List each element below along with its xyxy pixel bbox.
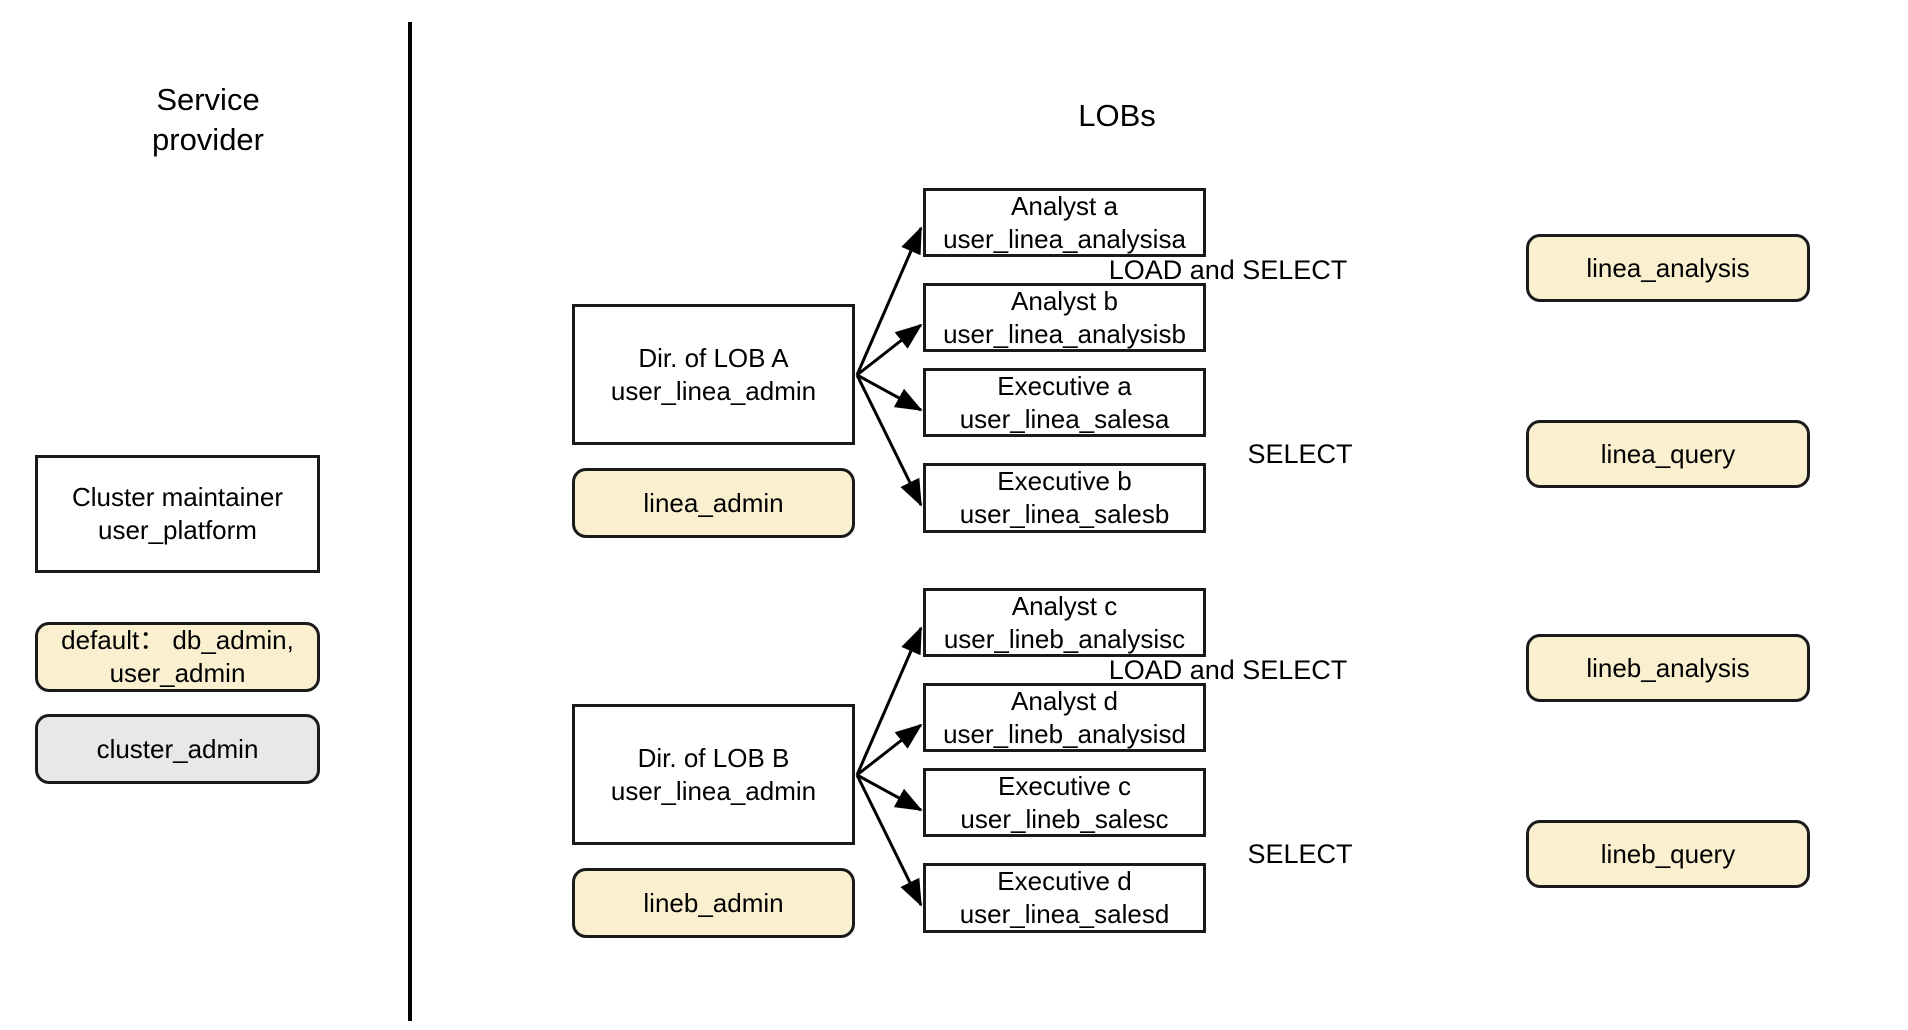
edge-arrow-4 xyxy=(855,626,923,776)
admin-role-label: linea_admin xyxy=(643,487,784,518)
permission-pill-label: lineb_query xyxy=(1600,838,1736,869)
permission-label-lob-b-1: SELECT xyxy=(1247,839,1353,869)
admin-role-pill-lob-b: lineb_admin xyxy=(572,868,855,938)
member-box-lob-a-2: Executive a user_linea_salesa xyxy=(923,368,1206,437)
permission-pill-label: linea_query xyxy=(1600,438,1736,469)
permission-label-lob-b-0: LOAD and SELECT xyxy=(1108,655,1348,685)
member-label: Analyst a user_linea_analysisa xyxy=(943,190,1186,254)
member-label: Executive b user_linea_salesb xyxy=(959,466,1170,529)
edge-arrow-2 xyxy=(856,373,923,412)
director-box-lob-a: Dir. of LOB A user_linea_admin xyxy=(572,304,855,445)
default-roles-pill: default： db_admin, user_admin xyxy=(35,622,320,692)
column-divider xyxy=(408,22,412,1021)
cluster-maintainer-label: Cluster maintainer user_platform xyxy=(72,482,283,545)
member-box-lob-a-0: Analyst a user_linea_analysisa xyxy=(923,188,1206,257)
lobs-heading: LOBs xyxy=(1078,98,1156,133)
member-label: Executive c user_lineb_salesc xyxy=(960,770,1169,834)
member-label: Analyst d user_lineb_analysisd xyxy=(943,685,1186,749)
director-box-lob-b: Dir. of LOB B user_linea_admin xyxy=(572,704,855,845)
cluster-admin-pill: cluster_admin xyxy=(35,714,320,784)
permission-pill-lob-b-0: lineb_analysis xyxy=(1526,634,1810,702)
member-box-lob-a-3: Executive b user_linea_salesb xyxy=(923,463,1206,533)
member-box-lob-b-2: Executive c user_lineb_salesc xyxy=(923,768,1206,837)
edge-arrow-0 xyxy=(855,226,923,376)
service-provider-heading: Service provider xyxy=(152,82,264,157)
default-roles-label: default： db_admin, user_admin xyxy=(61,625,294,688)
permission-label-lob-a-1: SELECT xyxy=(1247,439,1353,469)
admin-role-pill-lob-a: linea_admin xyxy=(572,468,855,538)
cluster-admin-label: cluster_admin xyxy=(96,733,259,764)
permission-pill-lob-a-0: linea_analysis xyxy=(1526,234,1810,302)
member-box-lob-b-3: Executive d user_linea_salesd xyxy=(923,863,1206,933)
edge-arrow-3 xyxy=(855,374,923,507)
edge-arrow-6 xyxy=(856,773,923,812)
member-label: Analyst c user_lineb_analysisc xyxy=(943,590,1186,654)
member-label: Executive a user_linea_salesa xyxy=(959,370,1170,434)
member-box-lob-b-0: Analyst c user_lineb_analysisc xyxy=(923,588,1206,657)
permission-label-lob-a-0: LOAD and SELECT xyxy=(1108,255,1348,285)
edge-arrow-7 xyxy=(855,774,923,907)
director-label: Dir. of LOB A user_linea_admin xyxy=(610,342,817,406)
permission-pill-label: linea_analysis xyxy=(1586,252,1750,283)
cluster-maintainer-box: Cluster maintainer user_platform xyxy=(35,455,320,573)
edge-group xyxy=(855,226,923,907)
edge-arrow-5 xyxy=(856,723,923,777)
permission-pill-label: lineb_analysis xyxy=(1586,652,1750,683)
member-label: Executive d user_linea_salesd xyxy=(959,866,1170,929)
admin-role-label: lineb_admin xyxy=(643,887,784,918)
member-box-lob-a-1: Analyst b user_linea_analysisb xyxy=(923,283,1206,352)
director-label: Dir. of LOB B user_linea_admin xyxy=(610,742,817,806)
permission-pill-lob-a-1: linea_query xyxy=(1526,420,1810,488)
member-box-lob-b-1: Analyst d user_lineb_analysisd xyxy=(923,683,1206,752)
edge-arrow-1 xyxy=(856,323,923,377)
permission-pill-lob-b-1: lineb_query xyxy=(1526,820,1810,888)
member-label: Analyst b user_linea_analysisb xyxy=(943,285,1186,349)
